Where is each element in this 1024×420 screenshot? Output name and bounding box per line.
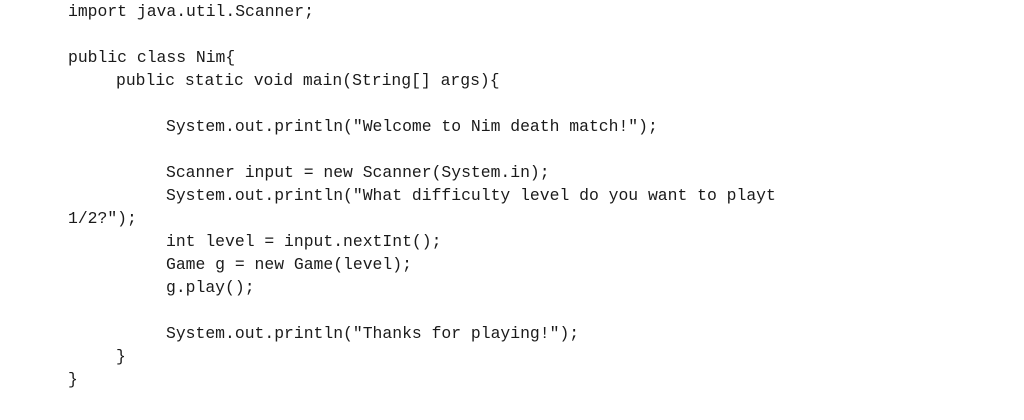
code-line-new-game: Game g = new Game(level); [166,255,412,274]
code-line-thanks-print: System.out.println("Thanks for playing!"… [166,324,580,343]
code-line-class-declaration: public class Nim{ [68,48,236,67]
code-line-welcome-print: System.out.println("Welcome to Nim death… [166,117,658,136]
code-line-import: import java.util.Scanner; [68,2,314,21]
code-line-scanner-init: Scanner input = new Scanner(System.in); [166,163,550,182]
code-line-difficulty-print-wrap: 1/2?"); [68,209,137,228]
code-line-close-main: } [116,347,126,366]
code-line-close-class: } [68,370,78,389]
code-line-play: g.play(); [166,278,255,297]
code-line-main-declaration: public static void main(String[] args){ [116,71,500,90]
code-line-difficulty-print: System.out.println("What difficulty leve… [166,186,776,205]
code-line-read-level: int level = input.nextInt(); [166,232,442,251]
